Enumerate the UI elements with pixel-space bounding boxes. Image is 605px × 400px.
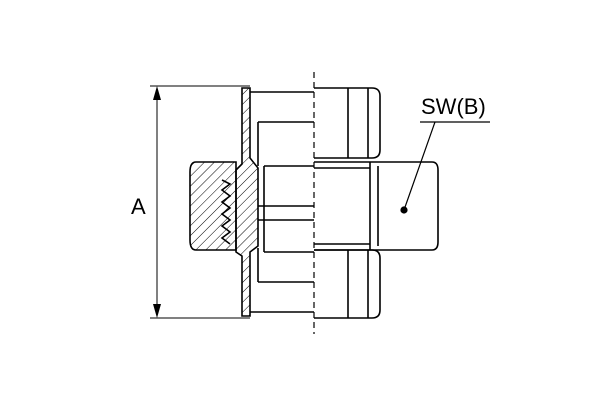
nut-hex-outline — [314, 161, 439, 251]
thread-profile — [220, 179, 232, 245]
bottom-end-outline — [314, 249, 381, 319]
arrowhead-down — [153, 304, 161, 318]
section-half-left — [189, 87, 314, 317]
dimension-a-label: A — [131, 194, 146, 219]
top-end-outline — [314, 87, 381, 159]
exterior-half-right — [314, 87, 439, 319]
union-nut-section — [189, 161, 237, 251]
dimension-a — [150, 85, 250, 319]
wrench-size-leader — [400, 121, 490, 214]
leader-dot — [400, 206, 408, 214]
body-wall-top — [235, 87, 259, 317]
leader-line — [403, 121, 436, 211]
arrowhead-up — [153, 86, 161, 100]
wrench-size-label: SW(B) — [421, 94, 486, 119]
